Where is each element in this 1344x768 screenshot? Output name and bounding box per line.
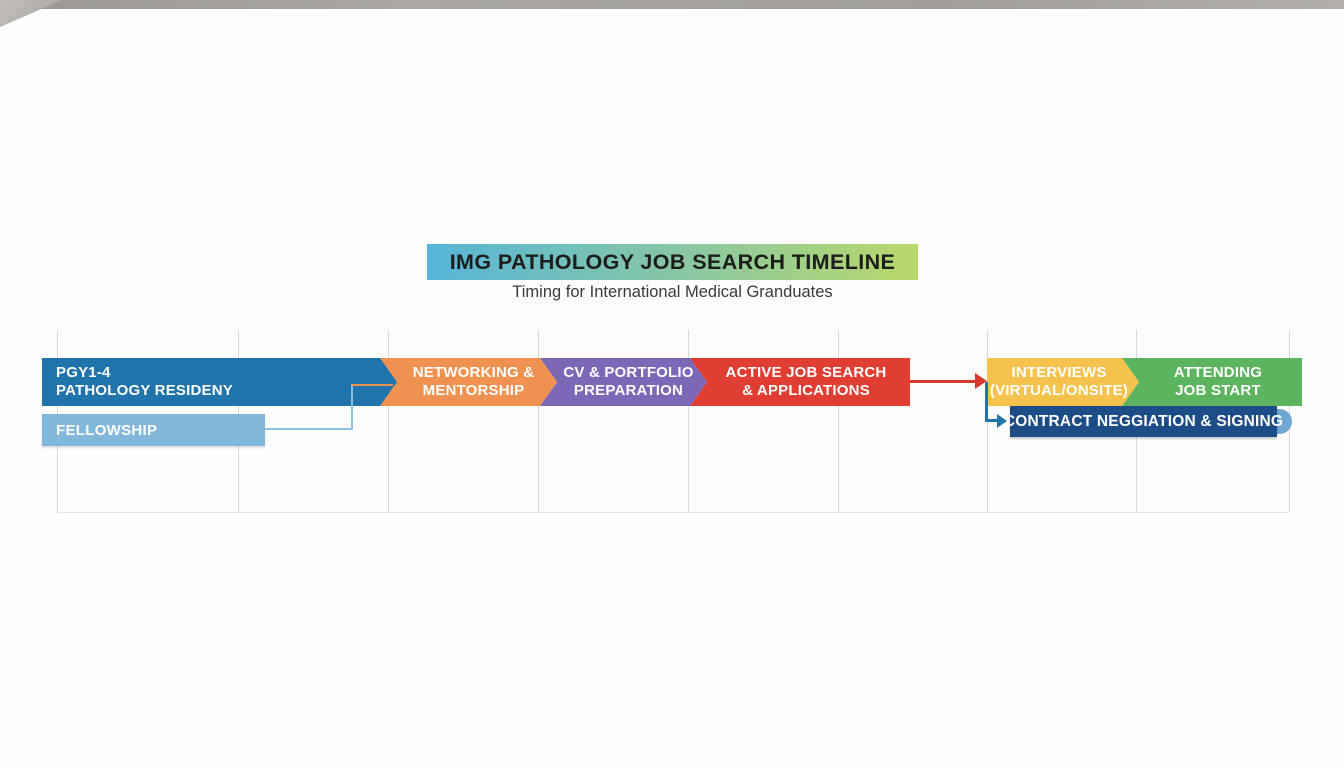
gridline bbox=[388, 330, 389, 512]
fellowship-connector-orange-segment bbox=[351, 384, 393, 386]
bar-label-line: CONTRACT NEGGIATION & SIGNING bbox=[1003, 412, 1284, 430]
bar-label-line: (VIRTUAL/ONSITE) bbox=[989, 382, 1129, 399]
bar-label-line: & APPLICATIONS bbox=[742, 382, 870, 399]
bar-label-line: CV & PORTFOLIO bbox=[563, 363, 694, 381]
bar-label-line: JOB START bbox=[1175, 382, 1261, 399]
fellowship-connector-vertical bbox=[351, 384, 353, 430]
bar-label-line: PREPARATION bbox=[573, 382, 684, 399]
top-edge-strip bbox=[0, 0, 1344, 9]
bar-cv-portfolio: CV & PORTFOLIO PREPARATION bbox=[540, 358, 707, 406]
gridline bbox=[538, 330, 539, 512]
bar-contract-negotiation: CONTRACT NEGGIATION & SIGNING bbox=[1004, 406, 1283, 437]
jobsearch-to-interviews-arrow-line bbox=[910, 380, 977, 383]
page-title: IMG PATHOLOGY JOB SEARCH TIMELINE bbox=[449, 249, 896, 274]
grid-baseline bbox=[57, 512, 1289, 513]
bar-label-line: ATTENDING bbox=[1173, 363, 1263, 381]
bar-label-line: PATHOLOGY RESIDENY bbox=[56, 382, 233, 399]
bar-label-line: PGY1-4 bbox=[56, 363, 111, 381]
fellowship-connector-horizontal bbox=[265, 428, 353, 430]
bar-label-line: MENTORSHIP bbox=[422, 382, 525, 399]
bar-active-job-search: ACTIVE JOB SEARCH & APPLICATIONS bbox=[690, 358, 910, 406]
bar-interviews: INTERVIEWS (VIRTUAL/ONSITE) bbox=[987, 358, 1139, 406]
contract-connector-horizontal bbox=[985, 419, 998, 422]
title-band: IMG PATHOLOGY JOB SEARCH TIMELINE bbox=[427, 244, 918, 280]
gridline bbox=[838, 330, 839, 512]
contract-connector-vertical bbox=[985, 382, 988, 420]
bar-fellowship: FELLOWSHIP bbox=[42, 414, 265, 446]
bar-networking-mentorship: NETWORKING & MENTORSHIP bbox=[380, 358, 557, 406]
jobsearch-to-interviews-arrowhead-icon bbox=[975, 373, 987, 389]
contract-connector-arrowhead-icon bbox=[997, 413, 1007, 428]
bar-label-line: FELLOWSHIP bbox=[56, 421, 158, 439]
bar-label-line: INTERVIEWS bbox=[1011, 363, 1107, 381]
bar-pathology-residency: PGY1-4 PATHOLOGY RESIDENY bbox=[42, 358, 397, 406]
bar-label-line: ACTIVE JOB SEARCH bbox=[725, 363, 887, 381]
bar-attending-job-start: ATTENDING JOB START bbox=[1122, 358, 1302, 406]
gridline bbox=[688, 330, 689, 512]
page-subtitle: Timing for International Medical Grandua… bbox=[512, 283, 833, 301]
bar-label-line: NETWORKING & bbox=[412, 363, 535, 381]
